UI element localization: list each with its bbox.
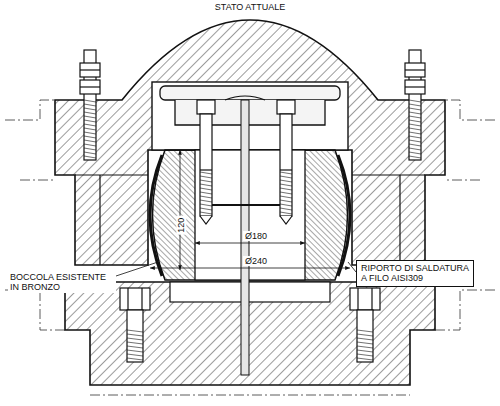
bottom-bolts [120,288,380,362]
dimension-lines [150,150,350,270]
leader-lines [104,262,356,280]
note-text: RIPORTO DI SALDATURA A FILO AISI309 [361,263,469,284]
thread-lines [84,100,421,360]
side-studs [80,50,425,160]
cap-cavity [152,82,348,150]
cap-plate [160,86,340,100]
cap-bolts [197,100,295,224]
plate-recess [170,282,330,302]
cross-pin [205,204,290,206]
weld-overlay [150,155,162,276]
drawing-title: STATO ATTUALE [0,2,500,12]
note-box: RIPORTO DI SALDATURA A FILO AISI309 [356,260,474,287]
dimension-value: Ø240 [243,256,269,266]
cap-dome [225,96,265,100]
dimension-value: Ø180 [243,231,269,241]
weld-overlay [338,155,350,276]
bronze-bush [153,150,348,280]
dimension-value: 120 [176,216,186,235]
part-name: BOCCOLA ESISTENTE IN BRONZO [8,272,116,293]
bottom-plate [65,282,435,385]
cap-body [175,100,325,125]
